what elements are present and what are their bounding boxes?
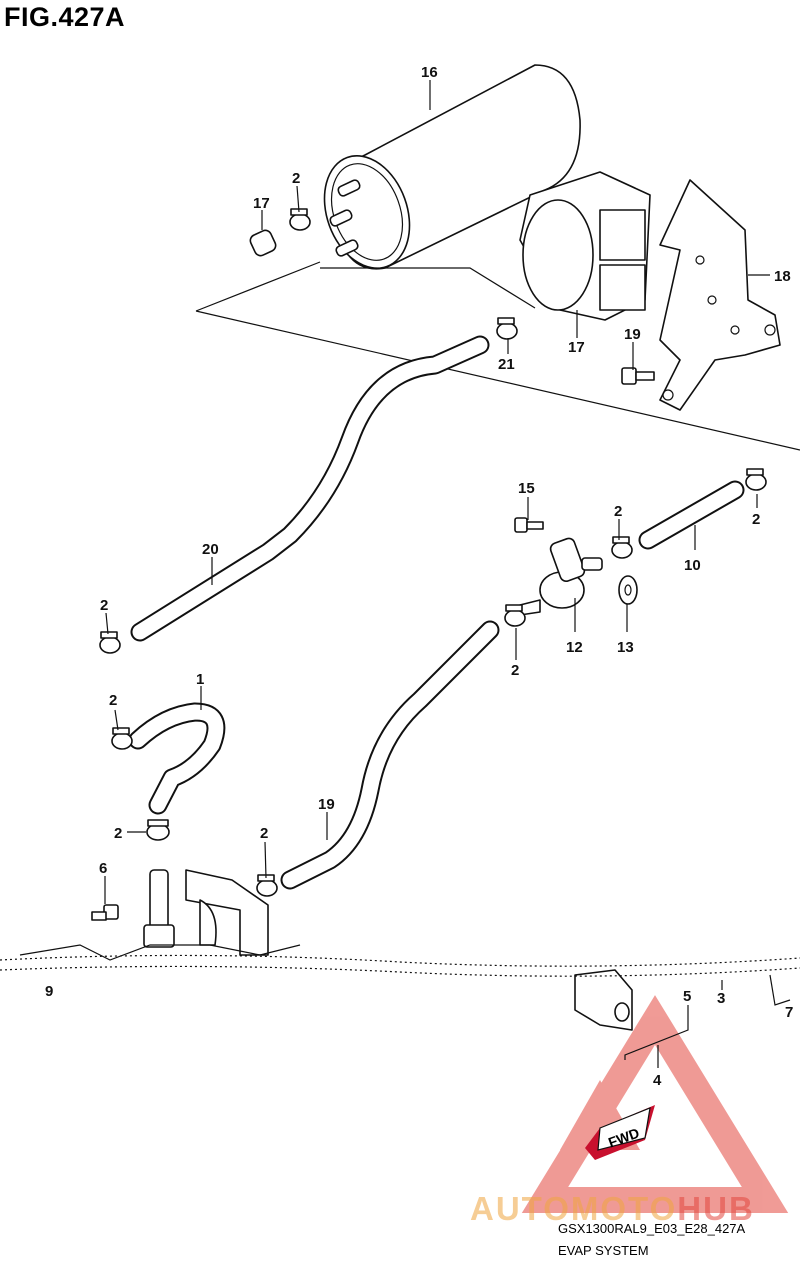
figure-title: FIG.427A bbox=[4, 2, 126, 32]
watermark-right: HUB bbox=[677, 1190, 755, 1227]
callout-9: 9 bbox=[45, 983, 53, 1000]
callout-15: 17 bbox=[253, 195, 270, 212]
callout-2: 2 bbox=[260, 825, 268, 842]
callout-12: 13 bbox=[617, 639, 634, 656]
callout-2: 2 bbox=[511, 662, 519, 679]
clamp bbox=[99, 631, 121, 654]
system-name: EVAP SYSTEM bbox=[558, 1243, 649, 1258]
hose-part-20 bbox=[130, 335, 490, 642]
callout-20: 20 bbox=[202, 541, 219, 558]
callout-10: 10 bbox=[684, 557, 701, 574]
model-code: GSX1300RAL9_E03_E28_427A bbox=[558, 1221, 746, 1236]
callout-2: 2 bbox=[614, 503, 622, 520]
watermark-wordmark: AUTOMOTOHUB bbox=[470, 1190, 755, 1228]
cap-part-15 bbox=[249, 229, 277, 257]
callout-7: 7 bbox=[785, 1004, 793, 1021]
callout-13: 15 bbox=[518, 480, 535, 497]
bolt-part-18 bbox=[621, 367, 655, 385]
clamp bbox=[146, 819, 170, 841]
callout-2: 2 bbox=[292, 170, 300, 187]
callout-1: 1 bbox=[196, 671, 204, 688]
solenoid-valve-part-11 bbox=[519, 537, 603, 616]
callout-5: 5 bbox=[683, 988, 691, 1005]
callout-4: 4 bbox=[653, 1072, 662, 1089]
callout-2: 2 bbox=[752, 511, 760, 528]
canister-holder-part-16 bbox=[519, 171, 651, 321]
clamp bbox=[289, 208, 311, 231]
lower-assembly bbox=[19, 869, 791, 1031]
hose-part-19 bbox=[280, 620, 500, 890]
callout-19: 19 bbox=[318, 796, 335, 813]
hose-part-1 bbox=[128, 702, 226, 815]
callout-21: 21 bbox=[498, 356, 515, 373]
clamp bbox=[611, 536, 633, 559]
callout-labels: 16 2 17 18 19 17 21 15 2 2 20 10 2 12 13… bbox=[45, 64, 793, 1089]
callout-2: 2 bbox=[114, 825, 122, 842]
clamp-part-21 bbox=[496, 317, 518, 340]
clamp bbox=[504, 604, 526, 627]
callout-18: 19 bbox=[624, 326, 641, 343]
callout-6: 6 bbox=[99, 860, 107, 877]
callout-11: 12 bbox=[566, 639, 583, 656]
hose-part-10 bbox=[638, 480, 745, 550]
break-line bbox=[0, 954, 800, 977]
washer-part-12 bbox=[618, 575, 638, 605]
callout-leaders bbox=[104, 80, 770, 1068]
callout-14: 16 bbox=[421, 64, 438, 81]
callout-2: 2 bbox=[100, 597, 108, 614]
bracket-part-17 bbox=[659, 179, 781, 411]
clamp bbox=[745, 468, 767, 491]
clamp bbox=[111, 727, 133, 750]
bolt-part-13 bbox=[514, 517, 544, 533]
watermark-left: AUTOMOTO bbox=[470, 1190, 678, 1227]
clamp bbox=[256, 874, 278, 897]
watermark-logo bbox=[521, 995, 789, 1213]
callout-2: 2 bbox=[109, 692, 117, 709]
callout-3: 3 bbox=[717, 990, 725, 1007]
callout-17: 18 bbox=[774, 268, 791, 285]
callout-16: 17 bbox=[568, 339, 585, 356]
bolt-part-6 bbox=[91, 904, 119, 921]
evap-canister-part-14 bbox=[323, 64, 581, 270]
